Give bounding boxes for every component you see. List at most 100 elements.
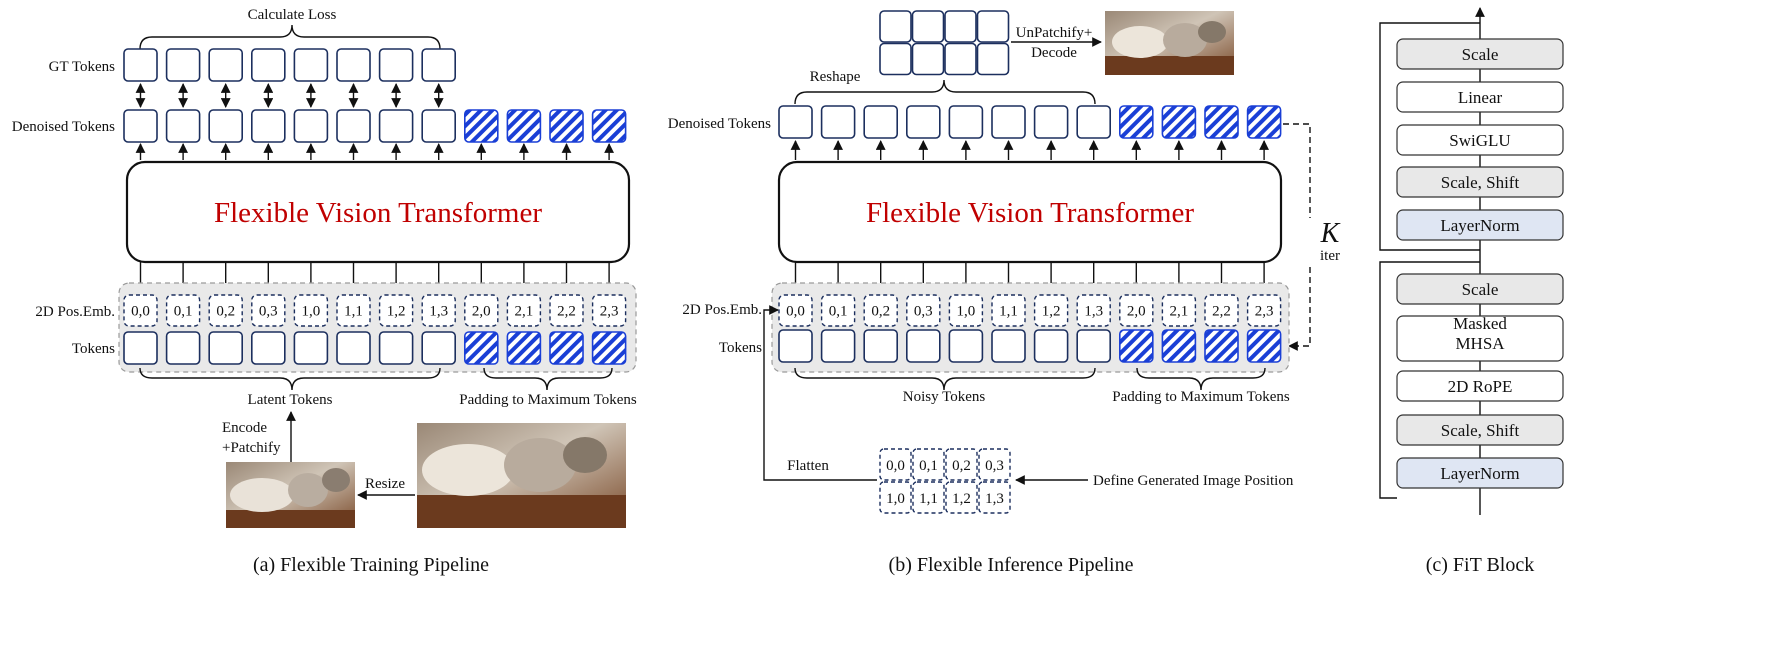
input-token: [251, 331, 286, 365]
b-input-token: [863, 329, 899, 363]
gen-pos-label: 0,2: [952, 458, 971, 474]
input-padding-token: [463, 331, 499, 365]
define-position-label: Define Generated Image Position: [1093, 473, 1294, 489]
denoised-tokens-label-b: Denoised Tokens: [668, 116, 771, 132]
denoised-token-row-b: [778, 105, 1282, 139]
b-pos-emb-label: 0,0: [786, 304, 805, 320]
fit-layer-box: [1396, 414, 1564, 446]
b-pos-emb-label: 0,3: [914, 304, 933, 320]
gen-pos-label: 0,3: [985, 458, 1004, 474]
a-pos-emb-cell: [506, 294, 542, 327]
b-input-padding-token: [1161, 329, 1197, 363]
flexible-vit-box: [125, 160, 631, 264]
b-pos-emb-cell: [1246, 294, 1282, 327]
padding-brace-a: [483, 367, 613, 391]
a-pos-emb-cell: [251, 294, 286, 327]
unpatchify-label-1: UnPatchify+: [1016, 25, 1093, 41]
gen-pos-cell: [912, 481, 945, 514]
input-token: [421, 331, 457, 365]
input-group-box-b: [771, 282, 1290, 373]
b-input-token: [778, 329, 813, 363]
calculate-loss-label: Calculate Loss: [248, 7, 337, 23]
reshaped-token: [911, 42, 945, 76]
input-token: [123, 331, 158, 365]
fit-layer-box: [1396, 209, 1564, 241]
reshaped-token: [879, 10, 912, 43]
denoised-tokens-label: Denoised Tokens: [12, 119, 115, 135]
gen-pos-cell: [912, 448, 945, 481]
b-denoised-token: [778, 105, 813, 139]
lower-residual-path: [1379, 261, 1480, 499]
b-pos-emb-label: 1,1: [999, 304, 1018, 320]
a-pos-emb-cell: [123, 294, 158, 327]
iter-label: iter: [1320, 248, 1340, 264]
pos-emb-label: 2D Pos.Emb.: [35, 304, 115, 320]
b-input-token: [991, 329, 1026, 363]
a-pos-emb-cell: [421, 294, 456, 327]
encode-label-1: Encode: [222, 420, 267, 436]
fit-layer-label: Linear: [1458, 88, 1503, 107]
fit-layer-label: Scale, Shift: [1441, 173, 1520, 192]
fit-layer-box: [1396, 124, 1564, 156]
gen-pos-cell: [978, 481, 1011, 514]
encode-label-2: +Patchify: [222, 440, 281, 456]
a-pos-emb-label: 2,3: [600, 304, 619, 320]
gt-token: [336, 48, 371, 82]
tokens-label-b: Tokens: [719, 340, 762, 356]
b-pos-emb-label: 2,2: [1212, 304, 1231, 320]
fit-layer-label: Scale, Shift: [1441, 421, 1520, 440]
denoised-token-row: [123, 109, 627, 143]
b-pos-emb-cell: [1033, 294, 1069, 327]
gen-pos-cell: [945, 448, 978, 481]
b-pos-emb-label: 1,2: [1042, 304, 1061, 320]
b-pos-emb-label: 0,1: [829, 304, 848, 320]
b-denoised-token: [905, 105, 941, 139]
gt-token: [251, 48, 286, 82]
b-denoised-token: [820, 105, 856, 139]
b-pos-emb-cell: [1119, 294, 1154, 327]
flexible-vit-box-b: [777, 160, 1283, 264]
denoised-token: [421, 109, 457, 143]
latent-brace: [139, 367, 441, 391]
denoised-token: [293, 109, 329, 143]
fit-layer-label: LayerNorm: [1440, 464, 1519, 483]
output-arrows-b: [790, 140, 1269, 160]
a-pos-emb-label: 0,2: [216, 304, 235, 320]
b-pos-emb-cell: [820, 294, 856, 327]
unpatchify-label-2: Decode: [1031, 45, 1077, 61]
fit-layer-label: MHSA: [1455, 334, 1505, 353]
k-label: K: [1320, 218, 1341, 249]
output-arrows: [135, 143, 614, 160]
reshaped-token: [976, 10, 1010, 43]
b-denoised-padding-token: [1204, 105, 1239, 139]
b-pos-emb-label: 2,3: [1255, 304, 1274, 320]
denoised-padding-token: [591, 109, 627, 143]
fit-layer-label: Scale: [1462, 280, 1499, 299]
a-pos-emb-label: 0,0: [131, 304, 150, 320]
b-pos-emb-label: 2,0: [1127, 304, 1146, 320]
b-input-padding-token: [1204, 329, 1239, 363]
b-denoised-token: [948, 105, 984, 139]
gen-pos-label: 1,0: [886, 491, 905, 507]
a-pos-emb-cell: [464, 294, 499, 327]
a-pos-emb-label: 2,1: [515, 304, 534, 320]
flatten-label: Flatten: [787, 458, 829, 474]
gt-token: [378, 48, 414, 82]
gt-token: [421, 48, 457, 82]
b-pos-emb-label: 1,3: [1084, 304, 1103, 320]
fit-layer-label: 2D RoPE: [1448, 377, 1513, 396]
b-denoised-padding-token: [1161, 105, 1197, 139]
gen-pos-label: 1,3: [985, 491, 1004, 507]
denoised-token: [378, 109, 414, 143]
flatten-arrow: [763, 305, 877, 481]
b-denoised-padding-token: [1246, 105, 1282, 139]
gt-token: [165, 48, 201, 82]
b-input-token: [820, 329, 856, 363]
panel-b-inference-pipeline: UnPatchify+ Decode Reshape Denoised Toke…: [668, 10, 1344, 576]
b-pos-emb-label: 1,0: [957, 304, 976, 320]
input-token: [293, 331, 329, 365]
